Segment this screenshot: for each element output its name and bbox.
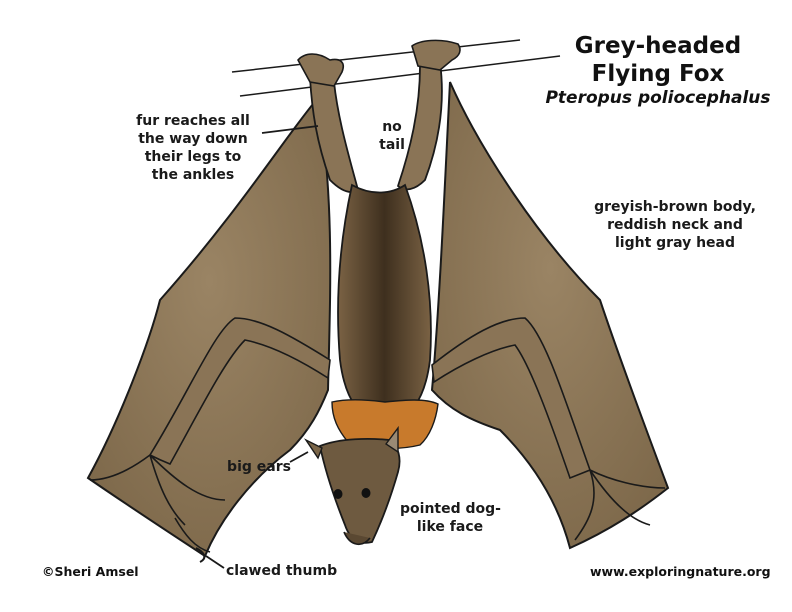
body-label: greyish-brown body, reddish neck and lig… bbox=[594, 199, 756, 251]
right-wing bbox=[430, 81, 670, 550]
right-wing-bones bbox=[431, 317, 666, 541]
head bbox=[318, 437, 401, 544]
author-credit: ©Sheri Amsel bbox=[42, 564, 139, 579]
left-leg bbox=[309, 76, 360, 193]
scientific-name: Pteropus poliocephalus bbox=[545, 88, 771, 108]
face-label: pointed dog- like face bbox=[400, 501, 501, 535]
page-title: Grey-headed Flying Fox bbox=[548, 32, 768, 88]
fur-label: fur reaches all the way down their legs … bbox=[136, 113, 250, 183]
title-line-2: Flying Fox bbox=[591, 61, 725, 87]
title-line-1: Grey-headed bbox=[574, 33, 742, 59]
ears-label: big ears bbox=[227, 459, 291, 475]
left-eye bbox=[333, 489, 343, 499]
body bbox=[337, 183, 432, 426]
left-thumb-claw bbox=[195, 547, 206, 563]
snout bbox=[343, 531, 371, 545]
feet bbox=[297, 39, 461, 87]
right-leg bbox=[396, 60, 443, 191]
website-link[interactable]: www.exploringnature.org bbox=[590, 564, 771, 579]
left-wing-bones bbox=[89, 317, 331, 553]
branch bbox=[231, 39, 561, 97]
right-ear bbox=[384, 425, 399, 454]
right-eye bbox=[361, 488, 371, 498]
pointer-lines bbox=[205, 125, 319, 569]
left-wing bbox=[86, 95, 332, 558]
tail-label: no tail bbox=[379, 119, 405, 153]
left-ear bbox=[303, 438, 323, 460]
thumb-label: clawed thumb bbox=[226, 563, 338, 579]
